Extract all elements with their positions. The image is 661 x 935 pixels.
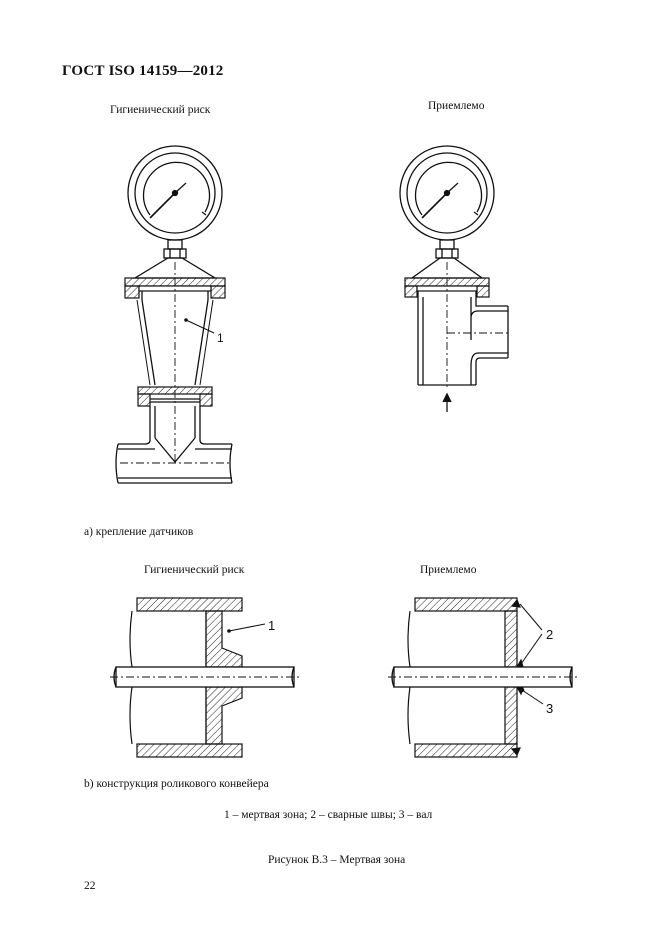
callout-label-2: 2: [546, 627, 553, 642]
figure-a-right-title: Приемлемо: [428, 100, 485, 112]
figure-title: Рисунок В.3 – Мертвая зона: [268, 854, 406, 866]
page-number: 22: [84, 880, 96, 892]
right-tee-pipe: [417, 262, 509, 412]
left-lower-clamp: [137, 386, 213, 407]
right-roller: [407, 597, 524, 758]
document-header: ГОСТ ISO 14159—2012: [62, 63, 224, 79]
callout-label-3: 3: [546, 701, 553, 716]
right-pressure-gauge: [399, 145, 495, 279]
left-shaft: [110, 666, 300, 688]
shaft-callout: 3: [519, 687, 553, 716]
left-tee-and-main-pipe: [115, 406, 233, 484]
left-roller: [129, 597, 243, 758]
left-roller-dead-zone-callout: 1: [227, 618, 275, 633]
left-conical-sensor-body: [136, 262, 214, 462]
sensor-mounting-figure: 1: [115, 145, 509, 484]
left-dead-zone-callout: 1: [184, 318, 224, 345]
figure-b-caption: b) конструкция роликового конвейера: [84, 778, 269, 790]
roller-conveyor-figure: 1 2 3: [110, 597, 578, 758]
figure-b-left-title: Гигиенический риск: [144, 564, 245, 576]
callout-label-1b: 1: [268, 618, 275, 633]
left-pressure-gauge: [127, 145, 223, 279]
callout-label-1: 1: [217, 331, 224, 345]
right-shaft: [388, 666, 578, 688]
figure-a-caption: а) крепление датчиков: [84, 526, 194, 538]
figure-legend: 1 – мертвая зона; 2 – сварные швы; 3 – в…: [224, 809, 433, 821]
weld-callout: 2: [519, 603, 553, 665]
figure-b-right-title: Приемлемо: [420, 564, 477, 576]
figure-a-left-title: Гигиенический риск: [110, 104, 211, 116]
